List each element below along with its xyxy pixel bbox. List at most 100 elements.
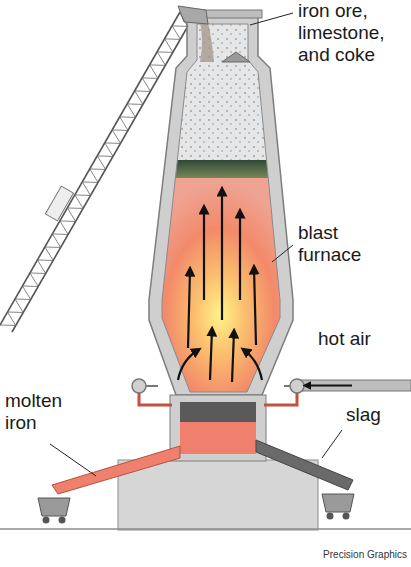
product-label: molten iron (5, 390, 85, 434)
conveyor-truss (37, 259, 53, 260)
conveyor-truss (142, 77, 158, 78)
slag-ladle-car (327, 513, 334, 520)
conveyor-truss (22, 285, 38, 286)
material-label: iron ore, limestone, and coke (298, 0, 406, 66)
conveyor-truss (165, 39, 173, 53)
gas-flow-arrows (254, 268, 256, 345)
gas-flow-arrows (210, 330, 212, 380)
flow-label: hot air (318, 328, 408, 350)
gas-flow-arrows (239, 212, 241, 300)
conveyor-truss (105, 142, 121, 143)
furnace-inner-wall (162, 24, 280, 392)
conveyor-truss (172, 26, 180, 40)
furnace-interior (150, 20, 290, 165)
conveyor-truss (82, 181, 98, 182)
conveyor-truss (0, 325, 16, 326)
bustle-pipe (298, 380, 411, 391)
conveyor-truss (135, 90, 151, 91)
conveyor-truss (67, 208, 75, 222)
bustle-pipe (264, 393, 297, 405)
iron-ladle-car (59, 517, 66, 524)
furnace-interior (150, 178, 290, 398)
iron-runner (52, 446, 180, 494)
gas-flow-arrows (244, 350, 262, 380)
conveyor-truss (37, 260, 45, 274)
conveyor-truss (15, 298, 31, 299)
slag-ladle-car (322, 494, 354, 512)
iron-ladle-car (43, 517, 50, 524)
conveyor-truss (157, 51, 173, 52)
conveyor-truss (52, 234, 60, 248)
conveyor-truss (127, 103, 143, 104)
conveyor-truss (120, 116, 136, 117)
conveyor-truss (135, 91, 143, 105)
conveyor-truss (82, 182, 90, 196)
hot-air-arrow (306, 385, 352, 387)
bustle-pipe (290, 379, 304, 393)
conveyor-truss (67, 207, 83, 208)
gas-flow-arrows (232, 332, 234, 382)
bustle-pipe (139, 393, 172, 405)
hearth (170, 395, 266, 461)
leader-line (322, 430, 342, 458)
slag-ladle-car (343, 513, 350, 520)
conveyor-truss (75, 194, 91, 195)
iron-ladle-car (38, 498, 70, 516)
conveyor-truss (97, 155, 113, 156)
conveyor-truss (172, 25, 188, 26)
leader-line (250, 13, 293, 25)
bustle-pipe (146, 385, 158, 387)
hearth-molten-iron (180, 422, 256, 454)
hearth-slag-layer (180, 402, 256, 422)
conveyor-truss (60, 221, 68, 235)
skip-car (45, 186, 73, 221)
conveyor-truss (30, 273, 38, 287)
conveyor-truss (120, 117, 128, 131)
conveyor-truss (45, 246, 61, 247)
slag-ladle-car (322, 494, 354, 520)
leader-line (272, 245, 293, 262)
furnace-base (118, 460, 318, 530)
bustle-pipe (284, 385, 290, 387)
conveyor-truss (127, 104, 135, 118)
iron-ladle-car (38, 498, 70, 524)
gas-flow-arrows (178, 350, 198, 380)
conveyor-truss (97, 156, 105, 170)
conveyor-truss (0, 13, 188, 326)
conveyor-truss (150, 64, 166, 65)
conveyor-truss (90, 169, 98, 183)
conveyor-truss (157, 52, 165, 66)
conveyor-truss (7, 312, 15, 326)
gas-flow-arrows (178, 190, 262, 382)
slag-runner (256, 440, 353, 490)
bustle-pipe (132, 379, 411, 405)
furnace-interior (150, 160, 290, 180)
ground-line (0, 528, 411, 530)
gas-flow-arrows (203, 208, 205, 300)
conveyor-truss (90, 168, 106, 169)
conveyor-truss (142, 78, 150, 92)
conveyor-truss (15, 299, 23, 313)
conveyor-truss (150, 65, 158, 79)
conveyor-truss (112, 129, 128, 130)
gas-flow-arrows (221, 190, 223, 320)
leader-line (50, 444, 96, 476)
part-label: blast furnace (298, 222, 398, 266)
falling-charge (200, 22, 214, 62)
credit-label: Precision Graphics (323, 549, 407, 561)
conveyor-truss (112, 130, 120, 144)
conveyor-truss (105, 143, 113, 157)
skip-car (45, 186, 73, 221)
conveyor-truss (45, 247, 53, 261)
top-skip (178, 6, 208, 24)
conveyor-truss (75, 195, 83, 209)
furnace-interior (150, 20, 290, 398)
conveyor-truss (7, 311, 23, 312)
conveyor-truss (60, 220, 76, 221)
conveyor-truss (22, 286, 30, 300)
conveyor-truss (30, 272, 46, 273)
product-label: slag (346, 404, 406, 426)
conveyor-truss (165, 38, 181, 39)
gas-flow-arrows (188, 270, 190, 348)
